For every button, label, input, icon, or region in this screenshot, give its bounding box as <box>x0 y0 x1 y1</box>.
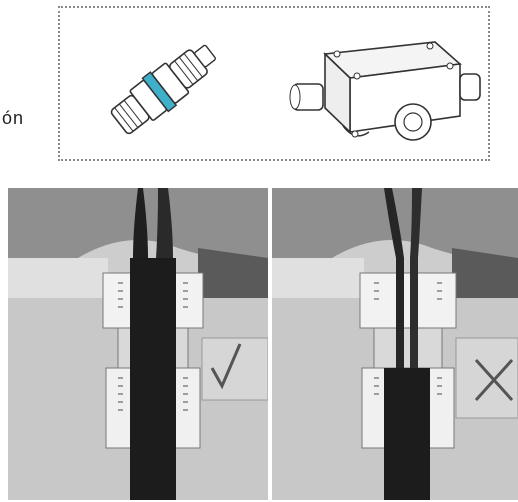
caption-fragment: ón <box>2 108 25 128</box>
correct-installation-image <box>8 188 268 500</box>
cross-icon <box>474 358 514 402</box>
checkmark-icon <box>210 343 242 390</box>
product-frame <box>58 6 490 161</box>
incorrect-installation-image <box>272 188 518 500</box>
junction-box-icon <box>285 24 485 157</box>
cable-connector-icon <box>98 30 238 145</box>
